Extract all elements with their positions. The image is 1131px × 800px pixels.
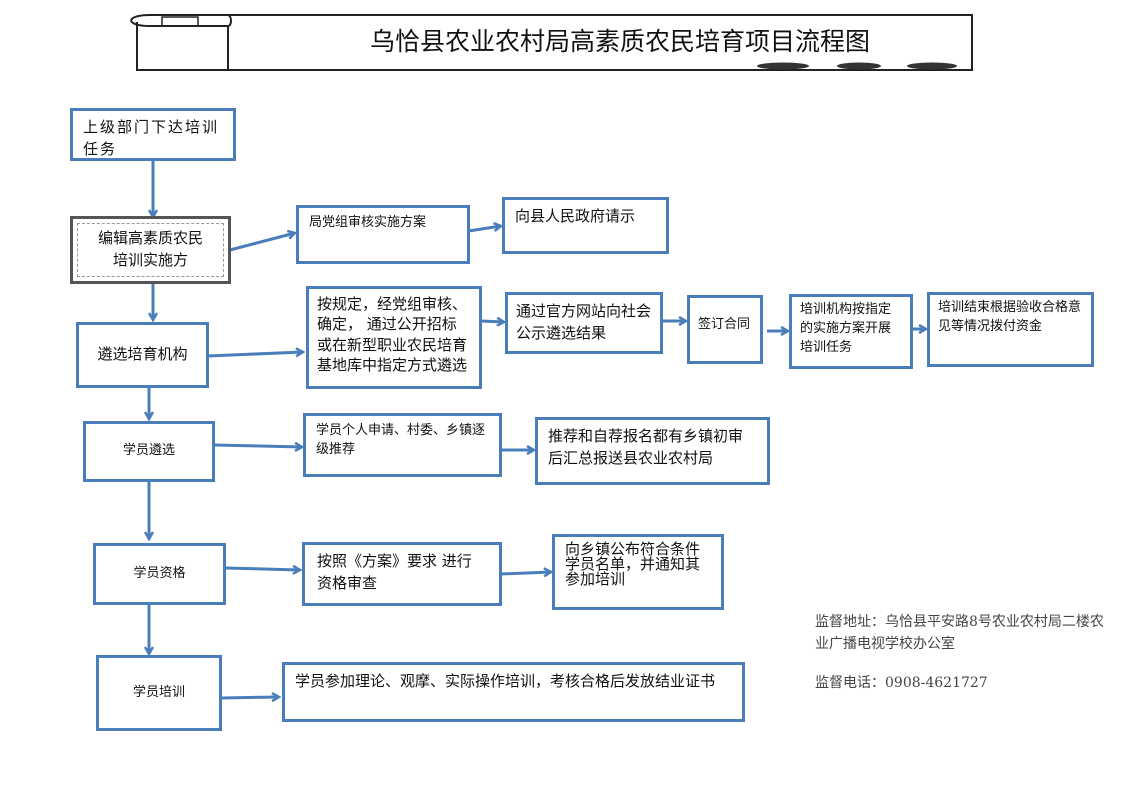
arrow: [500, 572, 551, 574]
supervision-phone: 监督电话：0908-4621727: [815, 675, 988, 691]
step-contract: 签订合同: [687, 295, 763, 364]
step-plan-label: 编辑高素质农民培训实施方: [77, 223, 224, 277]
decorative-cloud-icons: [757, 62, 957, 70]
step-select-org: 遴选培育机构: [76, 322, 209, 388]
step-training-detail: 学员参加理论、观摩、实际操作培训，考核合格后发放结业证书: [282, 662, 745, 722]
step-payment: 培训结束根据验收合格意见等情况拨付资金: [927, 292, 1094, 367]
step-notify: 向乡镇公布符合条件学员名单，并通知其参加培训: [552, 534, 724, 610]
step-select-method: 按规定，经党组审核、确定， 通过公开招标或在新型职业农民培育基地库中指定方式遴选: [306, 286, 482, 389]
arrow: [224, 568, 300, 570]
step-publicize: 通过官方网站向社会公示遴选结果: [505, 292, 663, 354]
arrow: [213, 445, 302, 447]
step-apply: 学员个人申请、村委、乡镇逐级推荐: [303, 413, 502, 477]
arrow: [207, 352, 303, 358]
step-gov-request: 向县人民政府请示: [502, 197, 669, 254]
step-party-review: 局党组审核实施方案: [296, 205, 470, 264]
arrow: [220, 697, 279, 698]
step-select-student: 学员遴选: [83, 421, 215, 482]
page-title: 乌恰县农业农村局高素质农民培育项目流程图: [369, 27, 870, 56]
step-qualification: 学员资格: [93, 543, 226, 605]
arrow: [229, 233, 295, 252]
step-qual-check: 按照《方案》要求 进行 资格审查: [302, 542, 502, 606]
step-student-training: 学员培训: [96, 655, 222, 731]
step-township-review: 推荐和自荐报名都有乡镇初审后汇总报送县农业农村局: [535, 417, 770, 485]
supervision-address: 监督地址：乌恰县平安路8号农业农村局二楼农业广播电视学校办公室: [815, 614, 1104, 652]
arrow: [480, 321, 504, 322]
step-plan: 编辑高素质农民培训实施方: [70, 216, 231, 284]
step-org-training: 培训机构按指定的实施方案开展培训任务: [789, 294, 913, 369]
step-task: 上级部门下达培训任务: [70, 108, 236, 161]
